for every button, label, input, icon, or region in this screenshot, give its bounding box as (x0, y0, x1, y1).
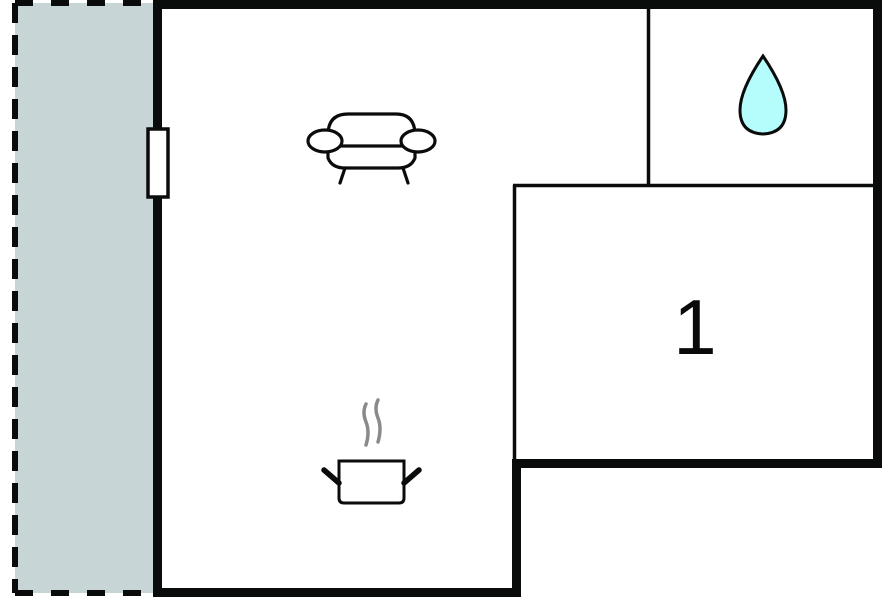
water-drop-icon (738, 53, 788, 136)
entrance-door (146, 127, 170, 199)
sofa-icon (306, 112, 437, 185)
interior-walls (512, 8, 874, 460)
bedroom-number-label: 1 (673, 283, 717, 371)
cooking-pot-icon (321, 398, 422, 505)
terrace-area (12, 0, 155, 596)
outer-walls (153, 0, 882, 597)
